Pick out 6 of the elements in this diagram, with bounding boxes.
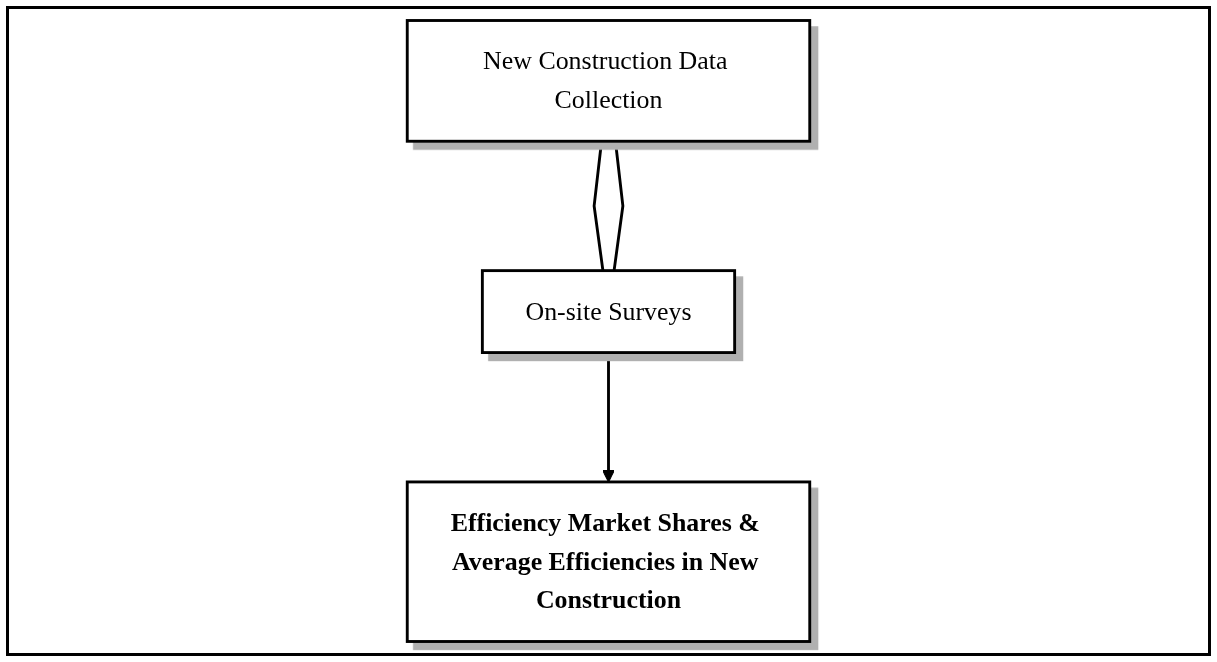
page-frame: New Construction Data Collection On-site Surveys Efficiency Market Shares & Average Efficiencies in New Construction <box>6 6 1211 656</box>
connector <box>592 141 605 271</box>
node-box <box>480 269 737 354</box>
node-box <box>405 480 812 643</box>
node-box <box>405 19 812 143</box>
connector <box>612 141 625 271</box>
